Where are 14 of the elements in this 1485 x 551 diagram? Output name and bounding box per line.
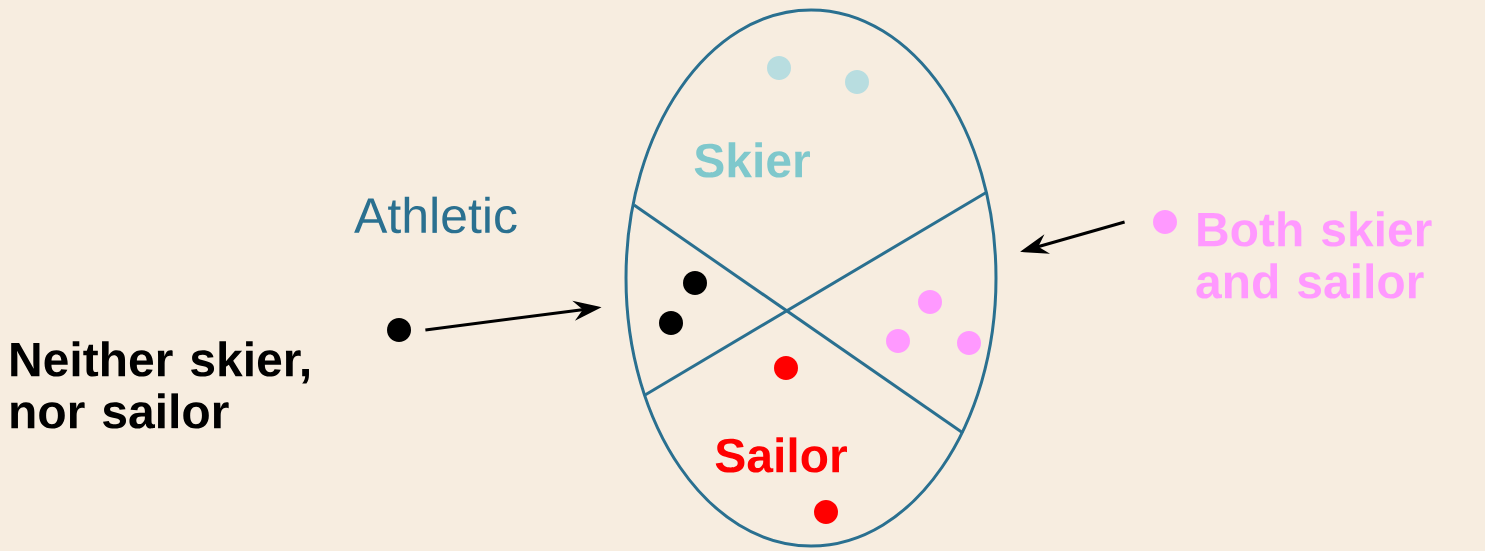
point-marker [957,331,981,355]
point-marker [774,356,798,380]
set-label: Athletic [354,196,517,234]
point-marker [767,56,791,80]
point-marker [918,290,942,314]
point-marker [683,271,707,295]
region-label: Skier [694,142,810,178]
point-marker [659,311,683,335]
point-marker [886,329,910,353]
point-marker [845,70,869,94]
point-marker [814,500,838,524]
callout-label: Neither skier, nor sailor [11,341,309,429]
callout-label: Both skier and sailor [1196,211,1432,299]
region-label: Sailor [715,437,847,473]
